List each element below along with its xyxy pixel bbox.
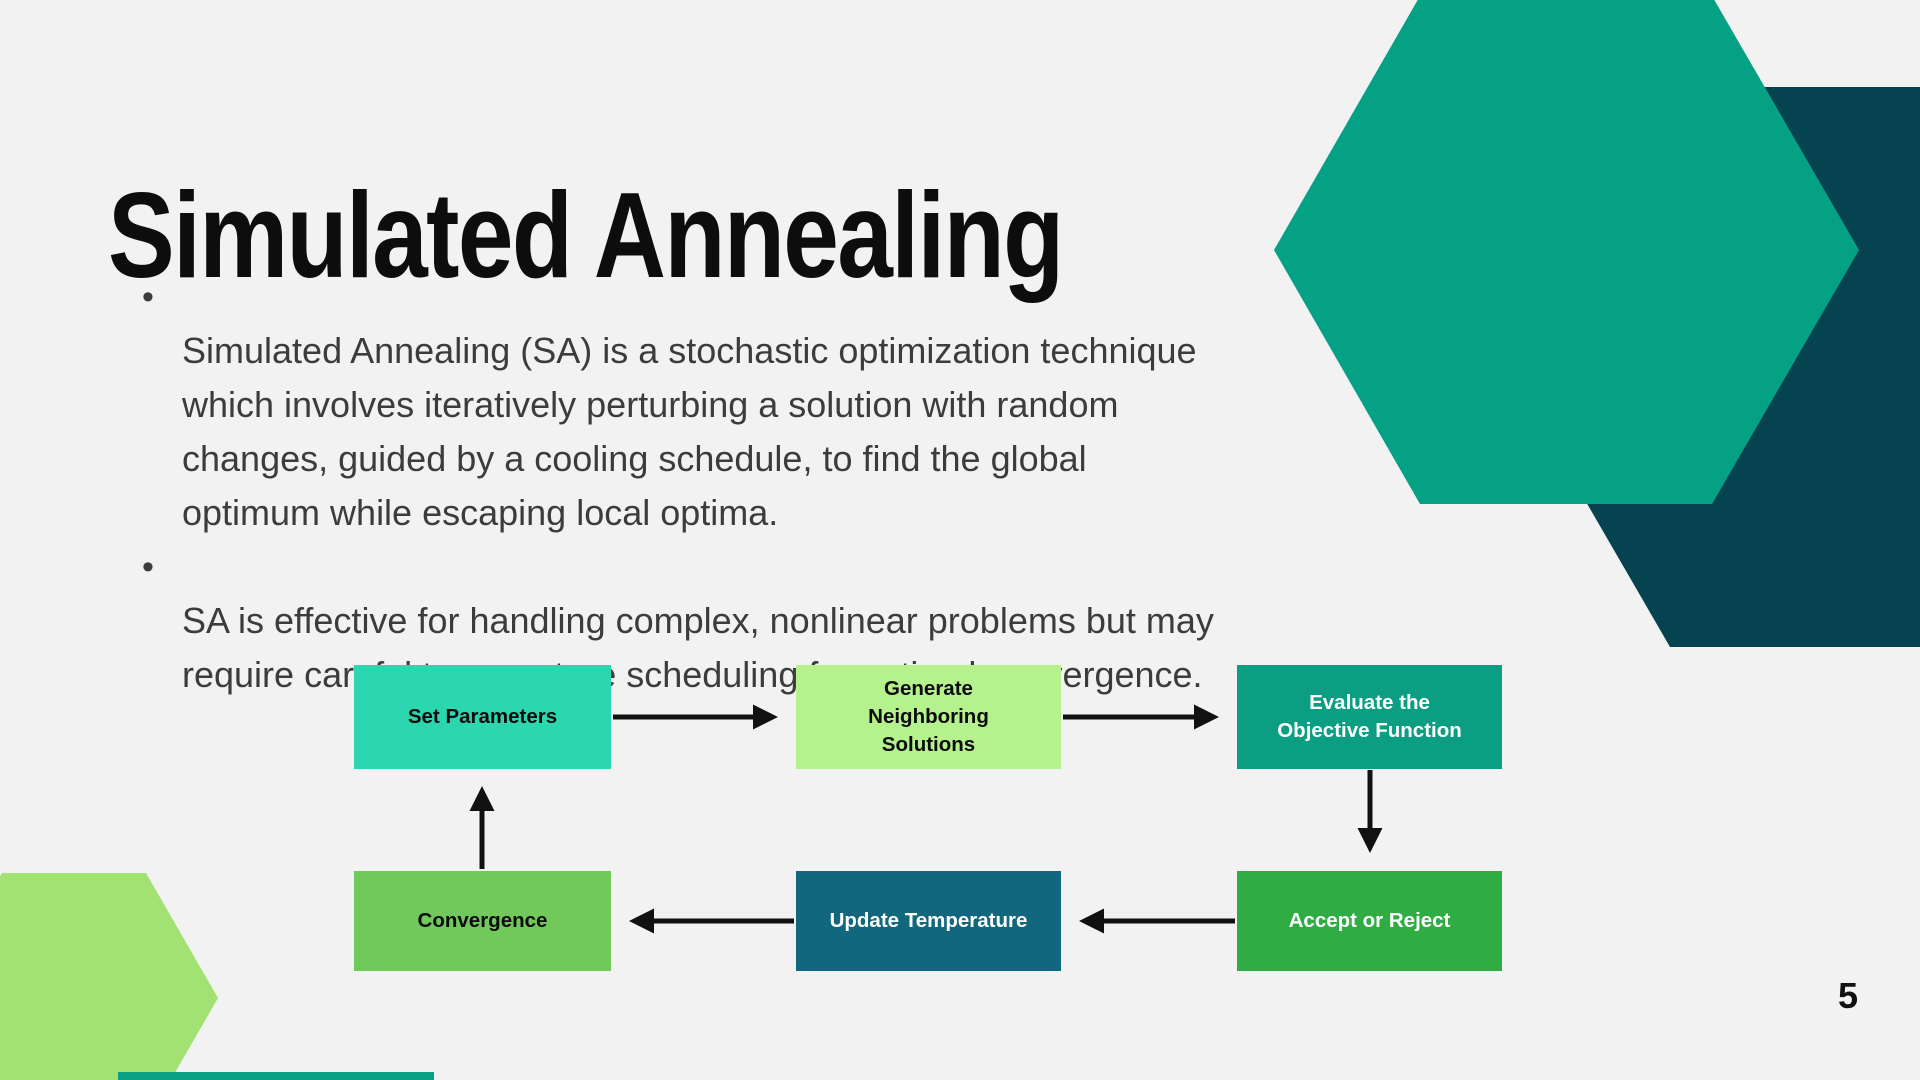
flow-node-generate-neighboring-solutions: Generate Neighboring Solutions — [796, 665, 1061, 769]
bullet-list: Simulated Annealing (SA) is a stochastic… — [140, 270, 1340, 702]
flow-node-label: Set Parameters — [407, 705, 558, 728]
flow-node-accept-or-reject: Accept or Reject — [1237, 871, 1502, 971]
flow-node-set-parameters: Set Parameters — [354, 665, 611, 769]
bottom-teal-strip-icon — [118, 1072, 434, 1080]
green-hexagon-icon — [0, 873, 218, 1080]
bullet-item: SA is effective for handling complex, no… — [140, 540, 1340, 702]
flow-node-evaluate-objective-function: Evaluate the Objective Function — [1237, 665, 1502, 769]
flow-node-label: Generate Neighboring Solutions — [868, 677, 989, 756]
dark-hexagon-icon — [1508, 87, 1920, 647]
flow-node-label: Convergence — [417, 909, 548, 932]
flow-node-label: Evaluate the Objective Function — [1277, 691, 1462, 742]
flow-node-label: Update Temperature — [829, 909, 1028, 932]
flow-node-convergence: Convergence — [354, 871, 611, 971]
bullet-text: Simulated Annealing (SA) is a stochastic… — [182, 330, 1197, 533]
bullet-item: Simulated Annealing (SA) is a stochastic… — [140, 270, 1340, 540]
page-number: 5 — [1837, 975, 1858, 1016]
flow-node-update-temperature: Update Temperature — [796, 871, 1061, 971]
flow-node-label: Accept or Reject — [1288, 909, 1451, 932]
teal-hexagon-icon — [1274, 0, 1859, 504]
